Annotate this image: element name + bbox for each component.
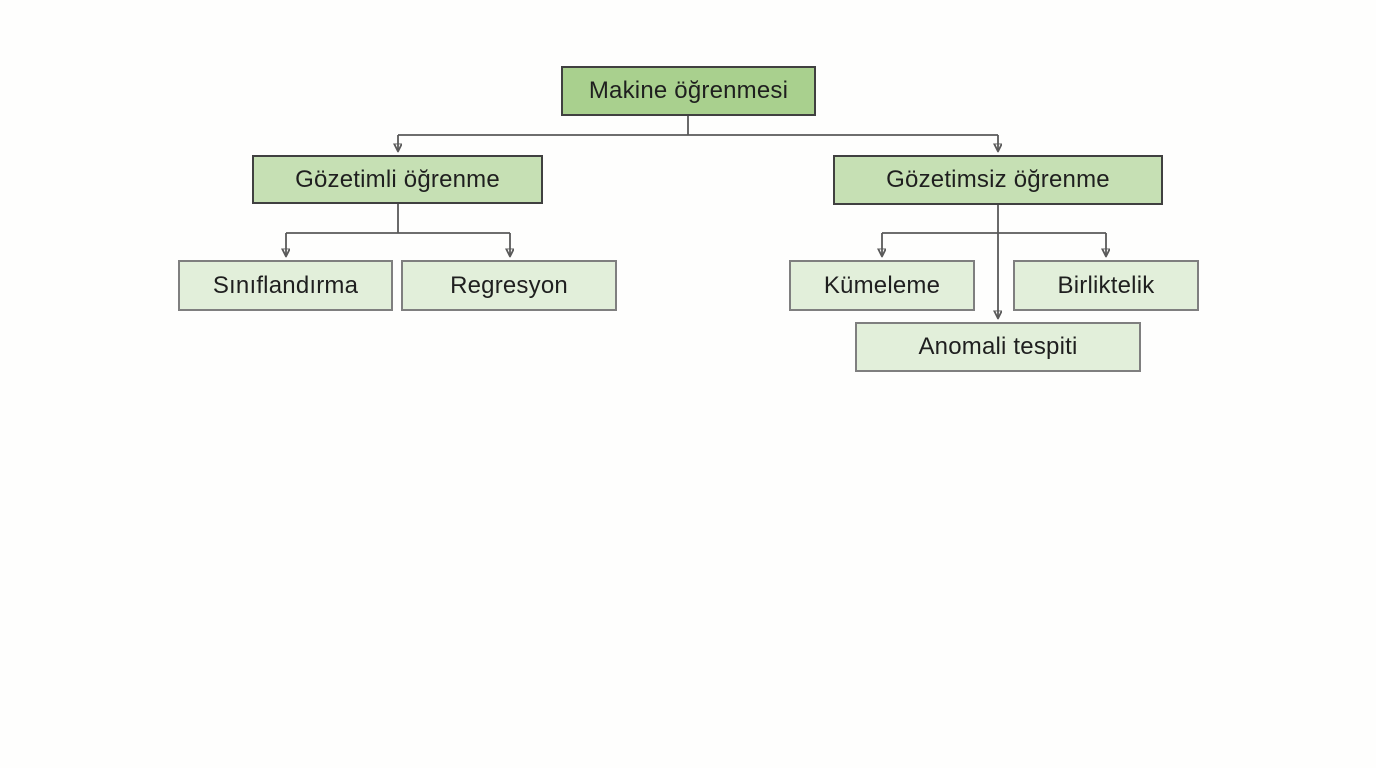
node-unsupervised-learning: Gözetimsiz öğrenme — [833, 155, 1163, 205]
node-regression-label: Regresyon — [450, 271, 568, 299]
node-classification: Sınıflandırma — [178, 260, 393, 311]
node-machine-learning: Makine öğrenmesi — [561, 66, 816, 116]
node-classification-label: Sınıflandırma — [212, 271, 359, 299]
node-supervised-learning: Gözetimli öğrenme — [252, 155, 543, 204]
node-association: Birliktelik — [1013, 260, 1199, 311]
node-regression: Regresyon — [401, 260, 617, 311]
node-anomaly-detection: Anomali tespiti — [855, 322, 1141, 372]
node-machine-learning-label: Makine öğrenmesi — [588, 77, 789, 104]
node-clustering: Kümeleme — [789, 260, 975, 311]
node-unsupervised-learning-label: Gözetimsiz öğrenme — [886, 166, 1110, 193]
node-anomaly-detection-label: Anomali tespiti — [918, 333, 1078, 360]
node-association-label: Birliktelik — [1057, 271, 1155, 299]
node-clustering-label: Kümeleme — [823, 271, 941, 299]
node-supervised-learning-label: Gözetimli öğrenme — [295, 165, 500, 193]
